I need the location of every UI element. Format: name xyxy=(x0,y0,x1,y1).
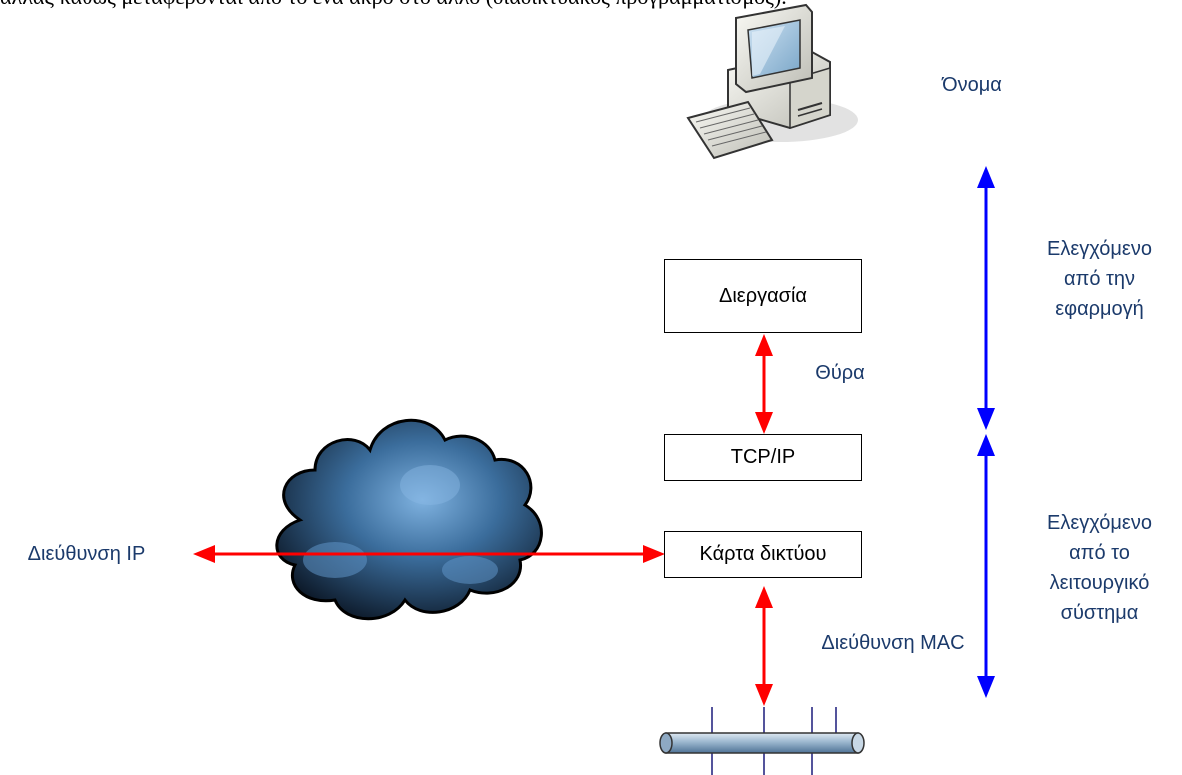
mac-arrow xyxy=(755,586,773,706)
os-controlled-line-4: σύστημα xyxy=(1060,602,1139,624)
os-control-arrow xyxy=(977,434,995,698)
ip-address-label: Διεύθυνση IP xyxy=(27,543,146,565)
port-label: Θύρα xyxy=(815,362,865,384)
cloud-icon xyxy=(275,418,543,621)
app-controlled-line-3: εφαρμογή xyxy=(1055,298,1144,320)
port-arrow xyxy=(755,334,773,434)
top-caption: αλλάξ καθώς μεταφέρονται από το ένα άκρο… xyxy=(0,0,1182,14)
network-cable-icon xyxy=(659,707,865,775)
app-controlled-line-2: από την xyxy=(1063,268,1136,290)
os-controlled-line-1: Ελεγχόμενο xyxy=(1047,512,1152,534)
computer-icon xyxy=(686,3,858,160)
tcpip-box: TCP/IP xyxy=(664,434,862,481)
app-control-arrow xyxy=(977,166,995,430)
ip-arrow xyxy=(193,545,665,563)
mac-address-label: Διεύθυνση MAC xyxy=(821,632,965,654)
app-controlled-label: Ελεγχόμενο από την εφαρμογή xyxy=(1022,234,1177,324)
process-box: Διεργασία xyxy=(664,259,862,333)
network-card-box: Κάρτα δικτύου xyxy=(664,531,862,578)
app-controlled-line-1: Ελεγχόμενο xyxy=(1047,238,1152,260)
name-label: Όνομα xyxy=(942,74,1002,96)
os-controlled-line-2: από το xyxy=(1069,542,1130,564)
os-controlled-line-3: λειτουργικό xyxy=(1049,572,1150,594)
os-controlled-label: Ελεγχόμενο από το λειτουργικό σύστημα xyxy=(1022,508,1177,628)
